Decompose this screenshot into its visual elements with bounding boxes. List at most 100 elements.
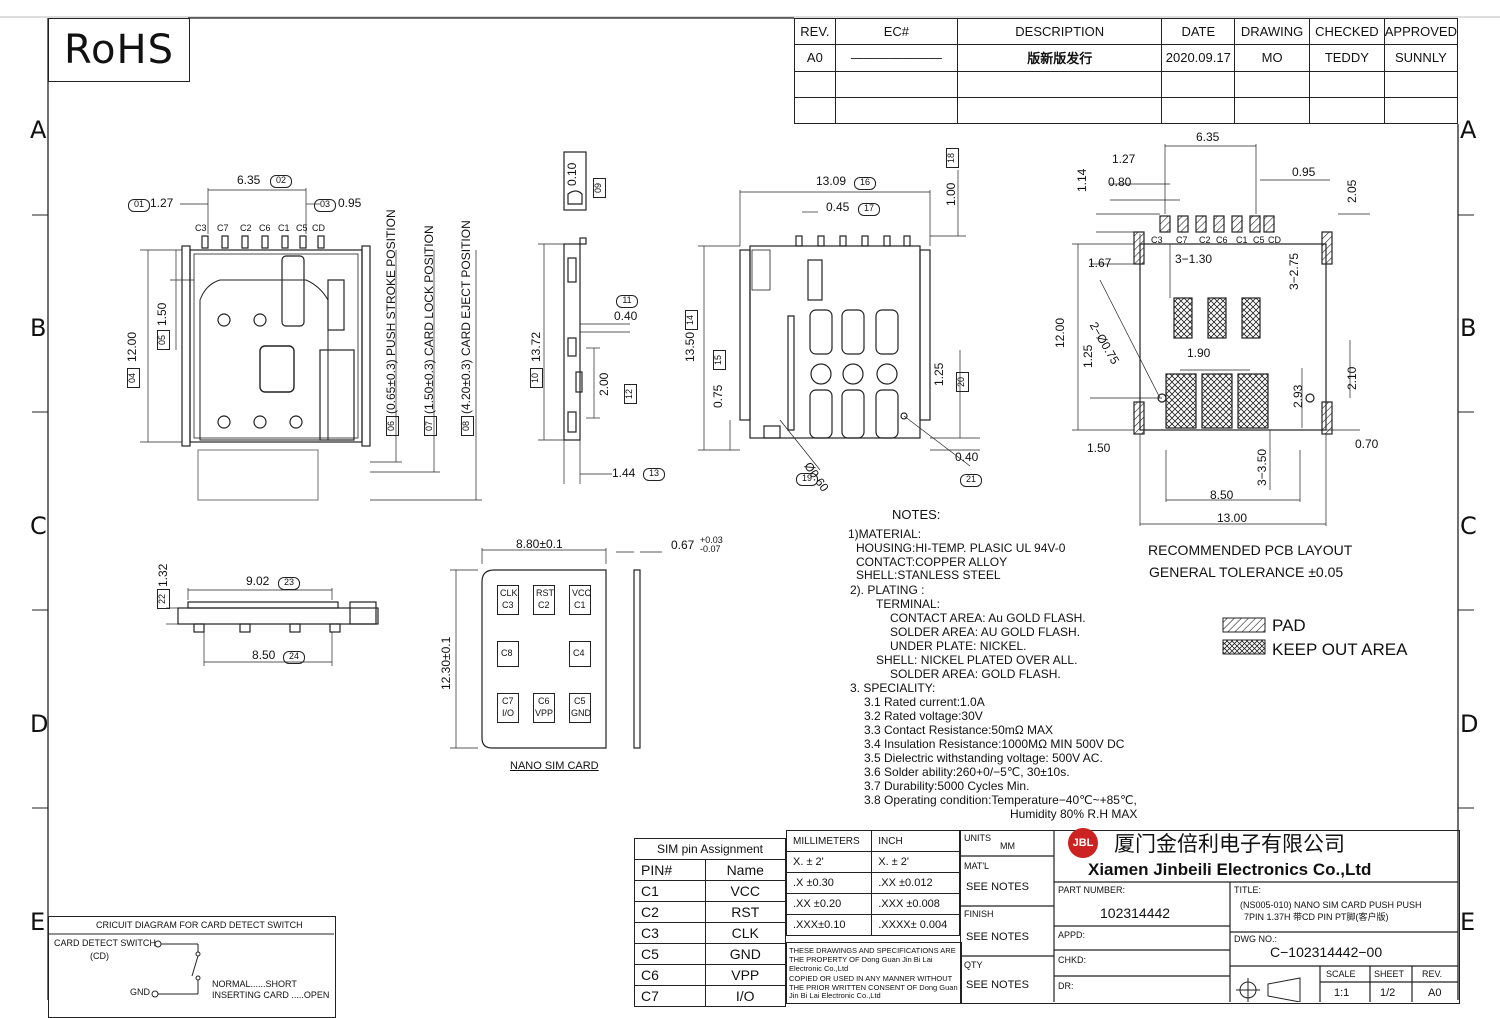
tag-05: 05 xyxy=(157,330,170,350)
tag-17: 17 xyxy=(858,203,880,216)
dwg-no-value: C−102314442−00 xyxy=(1270,944,1383,960)
pin-row-c6-name: VPP xyxy=(704,964,786,986)
pos-card-lock: (1.50±0.3) CARD LOCK POSITION xyxy=(422,225,436,414)
title-line-1: (NS005-010) NANO SIM CARD PUSH PUSH xyxy=(1240,900,1422,910)
note-line-10: SHELL: NICKEL PLATED OVER ALL. xyxy=(876,653,1078,667)
rev-header-ec: EC# xyxy=(834,17,959,46)
pin-row-c3-pin: C3 xyxy=(634,922,706,944)
scale-label: SCALE xyxy=(1326,969,1356,979)
rev-cell-rev: A0 xyxy=(794,44,836,72)
pin-label-c7: C7 xyxy=(217,223,229,233)
title-line-2: 7PIN 1.37H 带CD PIN PT脚(客户版) xyxy=(1244,912,1389,922)
rev-cell-description: 版新版发行 xyxy=(957,44,1163,72)
dim-front-8-50: 8.50 xyxy=(252,648,276,662)
tag-03: 03 xyxy=(314,199,336,212)
tag-18: 18 xyxy=(946,148,959,168)
pin-table-header-name: Name xyxy=(704,859,786,881)
dim-side-13-72: 13.72 xyxy=(529,331,543,362)
note-line-21: Humidity 80% R.H MAX xyxy=(1010,807,1138,821)
nano-card-width: 8.80±0.1 xyxy=(516,537,563,551)
nano-card-caption: NANO SIM CARD xyxy=(510,760,599,772)
tag-22: 22 xyxy=(157,589,170,609)
tol-row-3-mm: .XXX±0.10 xyxy=(785,914,873,936)
material-value: SEE NOTES xyxy=(966,881,1029,893)
legend-pad-label: PAD xyxy=(1272,616,1306,635)
dim-side-2-00: 2.00 xyxy=(597,372,611,396)
zone-d-left: D xyxy=(30,710,49,738)
note-line-12: 3. SPECIALITY: xyxy=(850,681,936,695)
dim-top-1-50: 1.50 xyxy=(155,302,169,326)
pcb-dim-8-50: 8.50 xyxy=(1210,488,1234,502)
zone-b-left: B xyxy=(30,314,47,342)
tag-24: 24 xyxy=(283,651,305,664)
pcb-dim-1-25: 1.25 xyxy=(1081,344,1095,368)
tol-row-2-mm: .XX ±0.20 xyxy=(785,893,873,915)
title-label: TITLE: xyxy=(1234,885,1262,895)
tag-15: 15 xyxy=(713,350,726,370)
rev-header-approved: APPROVED xyxy=(1383,17,1459,46)
side-view-drawing xyxy=(538,151,630,484)
rev-cell-checked: TEDDY xyxy=(1308,44,1385,72)
contact-label-top: C5 xyxy=(574,696,586,706)
chkd-label: CHKD: xyxy=(1058,955,1087,965)
rev-header-checked: CHECKED xyxy=(1308,17,1385,46)
note-line-7: CONTACT AREA: Au GOLD FLASH. xyxy=(890,611,1086,625)
finish-value: SEE NOTES xyxy=(966,931,1029,943)
tolerance-table: MILLIMETERS INCH X. ± 2' X. ± 2' .X ±0.3… xyxy=(785,830,960,936)
tag-08: 08 xyxy=(461,416,474,436)
pcb-dim-1-14: 1.14 xyxy=(1075,168,1089,192)
pcb-dim-3x2-75: 3−2.75 xyxy=(1287,252,1301,290)
zone-c-left: C xyxy=(30,512,47,540)
tol-subheader-mm: X. ± 2' xyxy=(785,851,873,873)
units-label: UNITS xyxy=(964,833,991,843)
note-line-3: CONTACT:COPPER ALLOY xyxy=(856,555,1008,569)
pcb-dim-2-10: 2.10 xyxy=(1345,366,1359,390)
zone-a-left: A xyxy=(30,116,47,144)
dim-front-9-02: 9.02 xyxy=(246,574,270,588)
dim-top-6-35: 6.35 xyxy=(237,173,261,187)
pcb-layout-drawing xyxy=(1072,144,1370,526)
zone-e-right: E xyxy=(1460,908,1476,936)
copyright-line-3: Electronic Co.,Ltd xyxy=(789,964,849,973)
copyright-line-4: COPIED OR USED IN ANY MANNER WITHOUT xyxy=(789,974,953,983)
dim-bottom-13-50: 13.50 xyxy=(683,331,697,362)
company-name-cn: 厦门金倍利电子有限公司 xyxy=(1114,832,1345,856)
note-line-17: 3.5 Dielectric withstanding voltage: 500… xyxy=(864,751,1103,765)
pin-label-c3: C3 xyxy=(195,223,207,233)
contact-label-top: C7 xyxy=(502,696,514,706)
note-line-11: SOLDER AREA: GOLD FLASH. xyxy=(890,667,1061,681)
rohs-logo: RoHS xyxy=(48,18,190,82)
copyright-line-6: Jin Bi Lai Electronic Co.,Ltd xyxy=(789,991,881,1000)
dim-side-0-10: 0.10 xyxy=(565,162,579,186)
pin-label-cd: CD xyxy=(312,223,325,233)
contact-clk-c3: CLK C3 xyxy=(497,585,519,615)
tol-subheader-inch: X. ± 2' xyxy=(871,851,960,873)
pin-row-c3-name: CLK xyxy=(704,922,786,944)
rev-cell-ec: ——————— xyxy=(834,44,959,72)
tol-row-1-inch: .XX ±0.012 xyxy=(871,872,960,894)
tag-04: 04 xyxy=(127,368,140,388)
dim-bottom-1-25: 1.25 xyxy=(932,362,946,386)
note-line-5: 2). PLATING : xyxy=(850,583,925,597)
rev-value: A0 xyxy=(1428,987,1442,999)
circuit-normal: NORMAL......SHORT xyxy=(212,979,297,989)
tag-01: 01 xyxy=(128,199,150,212)
contact-c7-io: C7 I/O xyxy=(497,693,519,723)
part-number-value: 102314442 xyxy=(1100,905,1171,921)
contact-c5-gnd: C5 GND xyxy=(569,693,591,723)
pcb-dim-1-67: 1.67 xyxy=(1088,256,1112,270)
note-line-9: UNDER PLATE: NICKEL. xyxy=(890,639,1027,653)
tol-row-2-inch: .XXX ±0.008 xyxy=(871,893,960,915)
front-view-drawing xyxy=(166,588,379,666)
contact-label-top: C4 xyxy=(573,648,585,658)
zone-c-right: C xyxy=(1460,512,1477,540)
dim-front-1-32: 1.32 xyxy=(156,563,170,587)
tag-21: 21 xyxy=(960,474,982,487)
pcb-dim-1-27: 1.27 xyxy=(1112,152,1136,166)
contact-label-bottom: C2 xyxy=(538,600,550,610)
pcb-caption-layout: RECOMMENDED PCB LAYOUT xyxy=(1148,542,1353,558)
revision-table: REV. EC# DESCRIPTION DATE DRAWING CHECKE… xyxy=(794,17,1459,125)
nano-sim-drawing xyxy=(450,548,662,749)
